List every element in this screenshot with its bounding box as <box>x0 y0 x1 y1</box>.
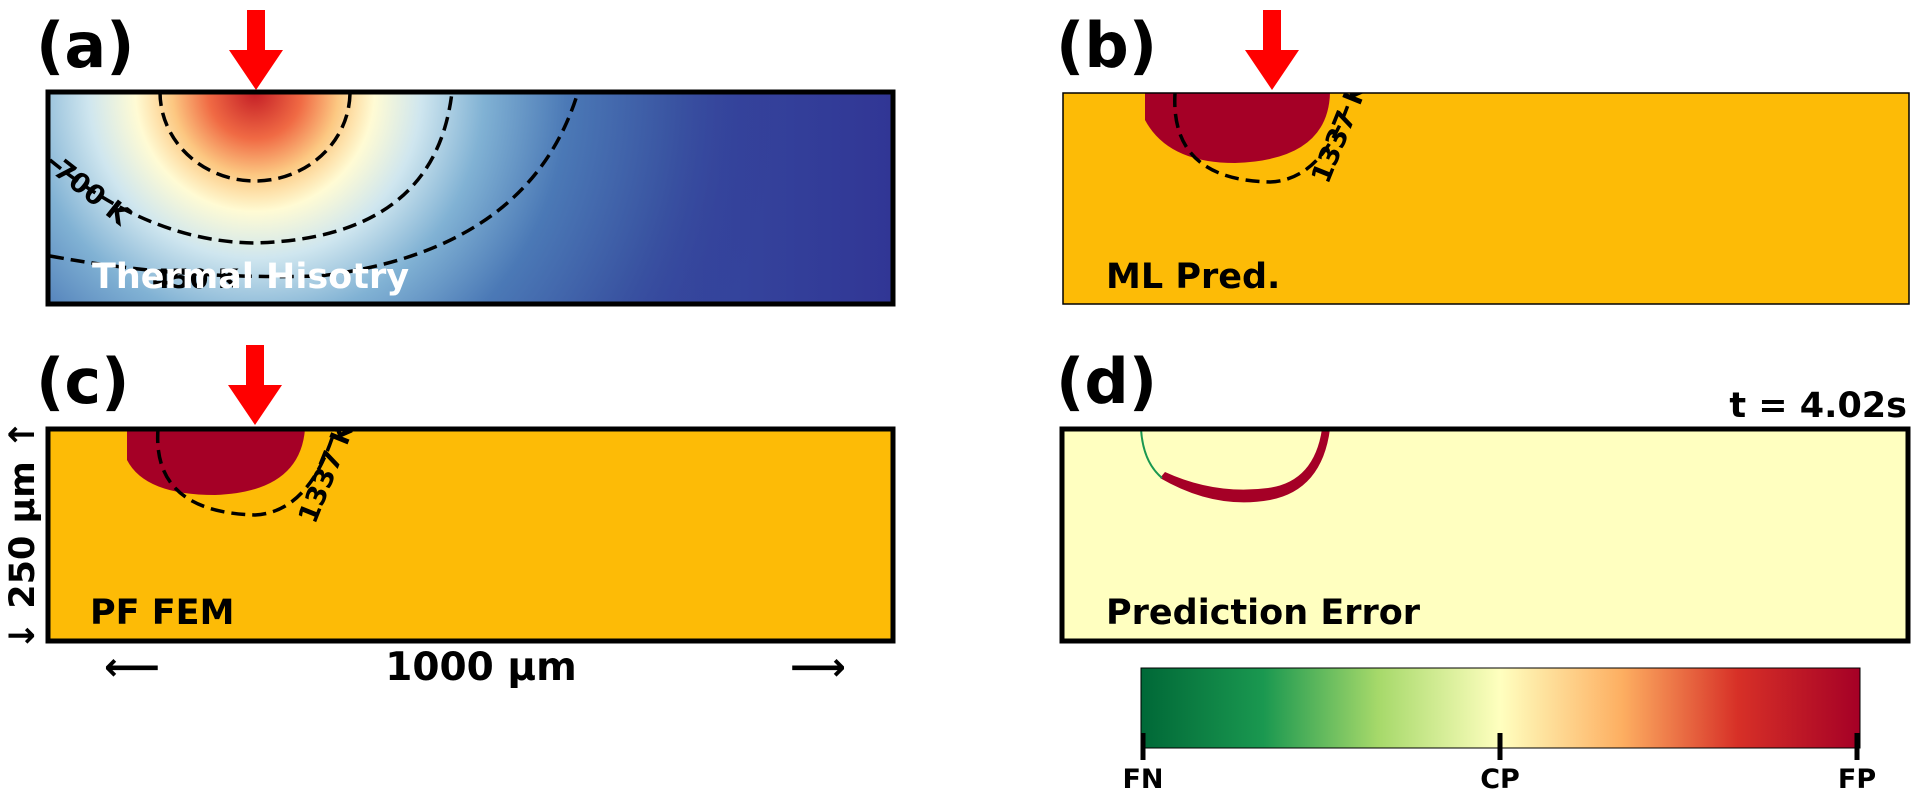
error-field <box>1062 429 1908 641</box>
panel-b-label: ML Pred. <box>1106 257 1280 297</box>
panel-b-tag: (b) <box>1056 9 1157 82</box>
colorbar-tick-label: CP <box>1480 764 1520 795</box>
panel-c-label: PF FEM <box>90 593 234 633</box>
time-label: t = 4.02s <box>1729 386 1907 426</box>
laser-arrow-icon <box>1245 10 1299 90</box>
panel-d-label: Prediction Error <box>1106 593 1421 633</box>
arrow-left-icon: ⟵ <box>104 645 160 690</box>
panel-a: (a) 700 K 450 K Thermal Hisotry <box>36 9 896 307</box>
panel-d: (d) t = 4.02s Prediction Error <box>1056 345 1911 644</box>
arrow-right-icon: ⟶ <box>790 645 846 690</box>
isotherm-700k <box>48 92 454 245</box>
panel-a-frame <box>45 89 896 307</box>
contour-label-450k: 450 K <box>152 264 240 295</box>
panel-b-frame <box>1062 92 1910 305</box>
melt-pool <box>1145 93 1330 163</box>
horizontal-scale-label: 1000 μm <box>385 645 576 690</box>
colorbar-tick-label: FP <box>1838 764 1876 795</box>
panel-b: (b) 1337 K ML Pred. <box>1056 9 1910 305</box>
panel-a-tag: (a) <box>36 9 135 82</box>
isotherm-450k <box>49 92 580 279</box>
melt-pool <box>127 429 305 495</box>
panel-d-frame <box>1059 426 1911 644</box>
panel-c-tag: (c) <box>36 345 129 418</box>
panel-a-label: Thermal Hisotry <box>92 257 409 297</box>
colorbar: FN CP FP <box>1122 667 1876 795</box>
false-positive-band <box>1160 429 1330 503</box>
panel-c: (c) 1337 K PF FEM <box>36 345 896 644</box>
isotherm-1337k <box>155 429 337 517</box>
laser-arrow-icon <box>228 345 282 425</box>
laser-arrow-icon <box>229 10 283 90</box>
panel-d-tag: (d) <box>1056 345 1157 418</box>
panel-c-frame <box>45 426 896 644</box>
colorbar-tick-label: FN <box>1122 764 1163 795</box>
false-negative-edge <box>1140 429 1163 479</box>
vertical-scale-label: ↓ 250 μm ↑ <box>3 420 43 651</box>
isotherm-1337k <box>1173 93 1354 184</box>
heat-spot <box>48 92 893 304</box>
